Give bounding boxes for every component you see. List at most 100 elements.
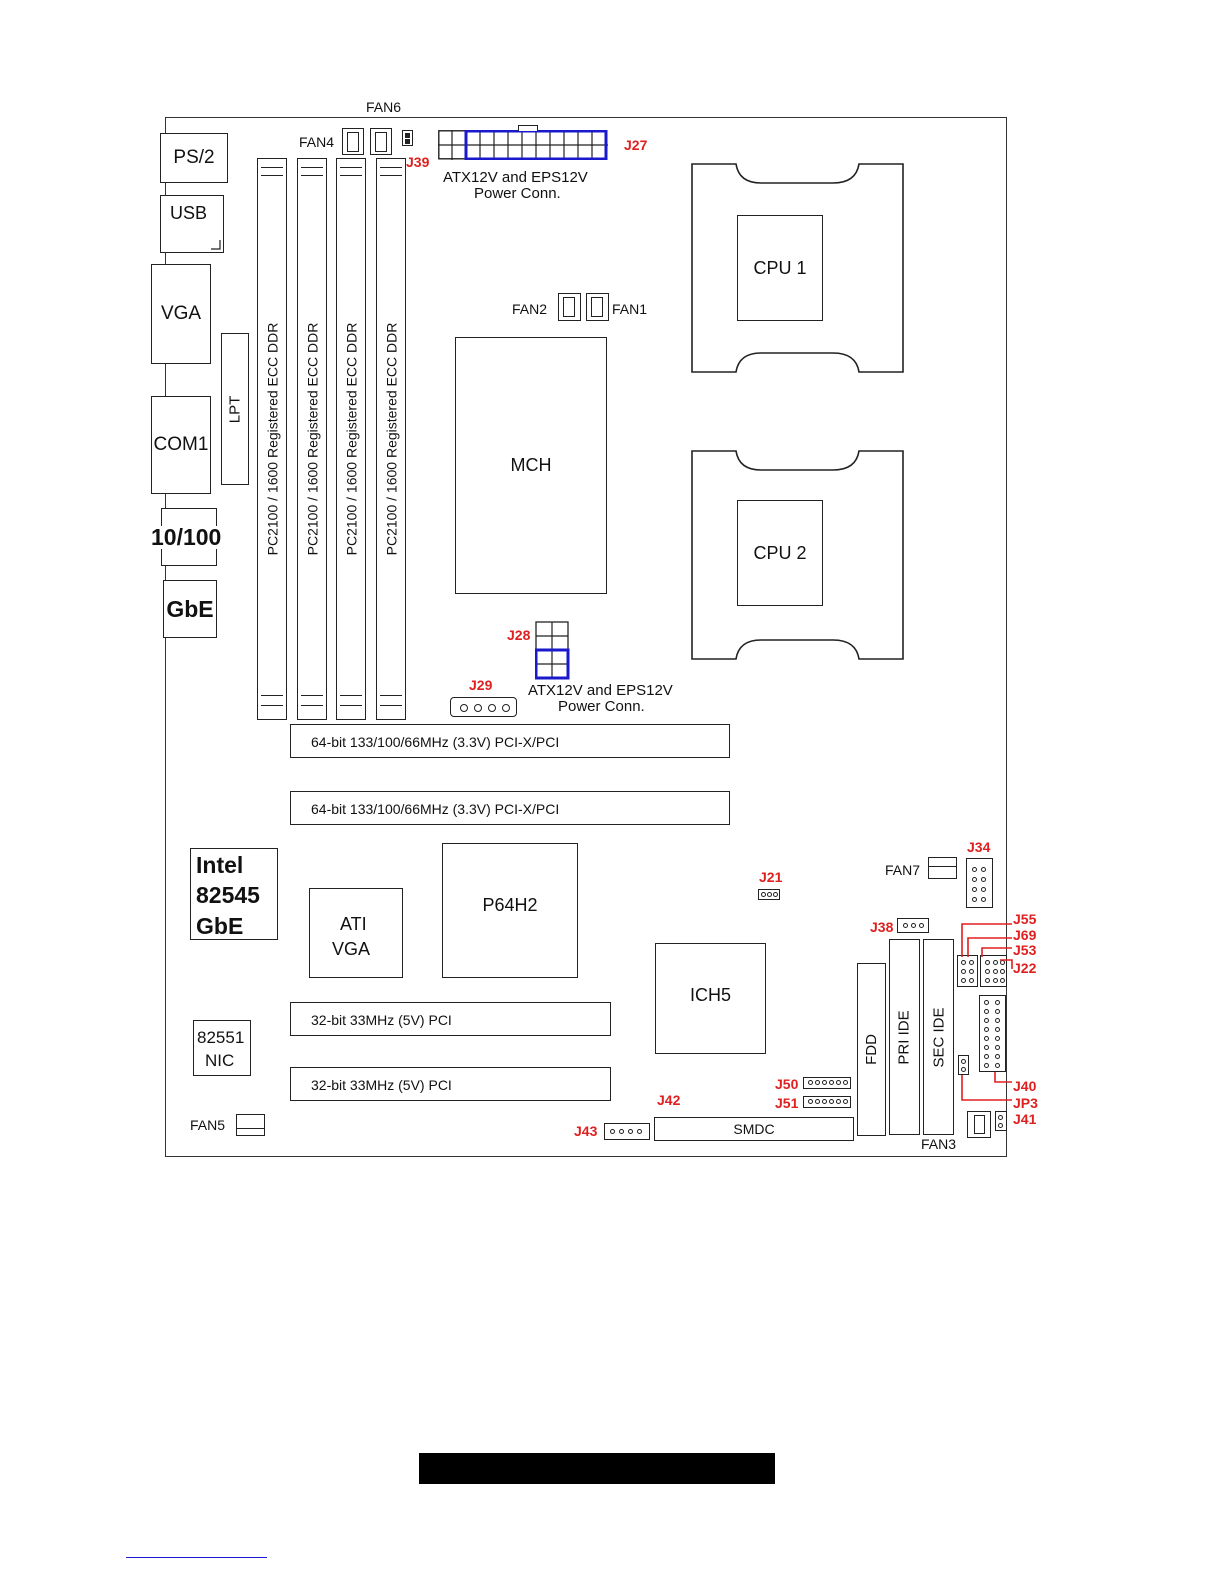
ich5-chip: ICH5 [655,943,766,1054]
usb-port: USB [160,195,224,253]
jp3-label: JP3 [1013,1095,1038,1111]
j41-header [995,1111,1007,1131]
sec-ide-connector: SEC IDE [923,939,954,1135]
smdc-label: SMDC [733,1121,775,1137]
dimm-4-label: PC2100 / 1600 Registered ECC DDR [383,322,400,556]
ps2-label: PS/2 [173,147,215,168]
fan6-label: FAN6 [366,99,402,115]
fan5-label: FAN5 [190,1117,226,1133]
fan1-header [586,293,609,321]
lpt-port: LPT [221,333,249,485]
nic-82551-chip: 82551 NIC [193,1020,251,1076]
fan3-header [967,1111,991,1138]
power-top-line2: Power Conn. [474,185,561,202]
fan5-header [236,1114,265,1136]
j29-header [450,697,517,717]
intel-line1: Intel [196,852,244,878]
gbe-port: GbE [163,580,217,638]
j42-label: J42 [657,1092,681,1108]
dimm-1-label: PC2100 / 1600 Registered ECC DDR [264,322,281,556]
j27-label: J27 [624,137,648,153]
j43-label: J43 [574,1123,598,1139]
j28-label: J28 [507,627,531,643]
cpu1-die: CPU 1 [737,215,823,321]
gbe-label: GbE [166,595,214,622]
cpu1-socket: CPU 1 [691,163,904,373]
fdd-connector: FDD [857,963,886,1136]
power-connector-j27 [438,125,608,161]
power-top-line1: ATX12V and EPS12V [443,169,588,186]
pci-slot-1: 32-bit 33MHz (5V) PCI [290,1002,611,1036]
j39-label: J39 [406,154,430,170]
sec-ide-label: SEC IDE [930,1006,948,1068]
pci-slot-1-label: 32-bit 33MHz (5V) PCI [311,1012,452,1028]
fan4-header [342,128,364,155]
fan7-label: FAN7 [885,862,921,878]
intel-line2: 82545 [196,882,260,908]
smdc-connector: SMDC [654,1117,854,1141]
dimm-3-label: PC2100 / 1600 Registered ECC DDR [343,322,360,556]
vga-label: VGA [160,303,202,324]
power-mid-line2: Power Conn. [558,698,645,715]
j38-label: J38 [870,919,894,935]
j40-header [979,995,1006,1072]
cpu2-label: CPU 2 [753,542,807,563]
pci-slot-2: 32-bit 33MHz (5V) PCI [290,1067,611,1101]
fan2-label: FAN2 [512,301,548,317]
ati-line2: VGA [332,939,371,959]
pcix-slot-1: 64-bit 133/100/66MHz (3.3V) PCI-X/PCI [290,724,730,758]
fan3-label: FAN3 [921,1136,957,1152]
j38-header [897,918,929,933]
vga-port: VGA [151,264,211,364]
j55-j69-header [957,955,978,987]
dimm-slot-2: PC2100 / 1600 Registered ECC DDR [297,158,327,720]
j34-header [966,858,993,908]
fan1-label: FAN1 [612,301,648,317]
p64h2-label: P64H2 [482,895,538,915]
j29-label: J29 [469,677,493,693]
j21-header [758,889,780,900]
fan2-header [558,293,581,321]
fan4-label: FAN4 [299,134,335,150]
intel-82545-chip: Intel 82545 GbE [190,848,278,940]
mch-label: MCH [510,455,552,475]
j53-j22-header [980,955,1007,987]
pri-ide-connector: PRI IDE [889,939,920,1135]
j51-label: J51 [775,1095,799,1111]
power-mid-line1: ATX12V and EPS12V [528,682,673,699]
ich5-label: ICH5 [689,985,731,1005]
power-connector-j28 [534,621,571,681]
p64h2-chip: P64H2 [442,843,578,978]
pci-slot-2-label: 32-bit 33MHz (5V) PCI [311,1077,452,1093]
ati-line1: ATI [340,914,367,934]
dimm-2-label: PC2100 / 1600 Registered ECC DDR [304,322,321,556]
cpu2-die: CPU 2 [737,500,823,606]
j69-label: J69 [1013,927,1037,943]
pcix-slot-2: 64-bit 133/100/66MHz (3.3V) PCI-X/PCI [290,791,730,825]
com1-port: COM1 [151,396,211,494]
footer-bar [419,1453,775,1484]
fan6-header [370,128,392,155]
pcix-slot-1-label: 64-bit 133/100/66MHz (3.3V) PCI-X/PCI [311,734,560,750]
usb-label: USB [170,203,208,223]
cpu2-socket: CPU 2 [691,450,904,660]
j50-label: J50 [775,1076,799,1092]
fdd-label: FDD [863,1034,881,1065]
lan-10-100-label: 10/100 [151,524,222,550]
j51-header [803,1096,851,1108]
dimm-slot-4: PC2100 / 1600 Registered ECC DDR [376,158,406,720]
nic-line2: NIC [205,1051,235,1070]
nic-line1: 82551 [197,1028,245,1047]
com1-label: COM1 [153,434,209,455]
footer-link-underline[interactable] [126,1557,267,1558]
j53-label: J53 [1013,942,1037,958]
j43-header [604,1123,650,1140]
j22-label: J22 [1013,960,1037,976]
lpt-label: LPT [226,395,244,423]
j39-header [402,130,413,146]
fan7-header [928,857,957,879]
pri-ide-label: PRI IDE [896,1009,913,1065]
j41-label: J41 [1013,1111,1037,1127]
ati-vga-chip: ATI VGA [309,888,403,978]
ps2-port: PS/2 [160,133,228,183]
